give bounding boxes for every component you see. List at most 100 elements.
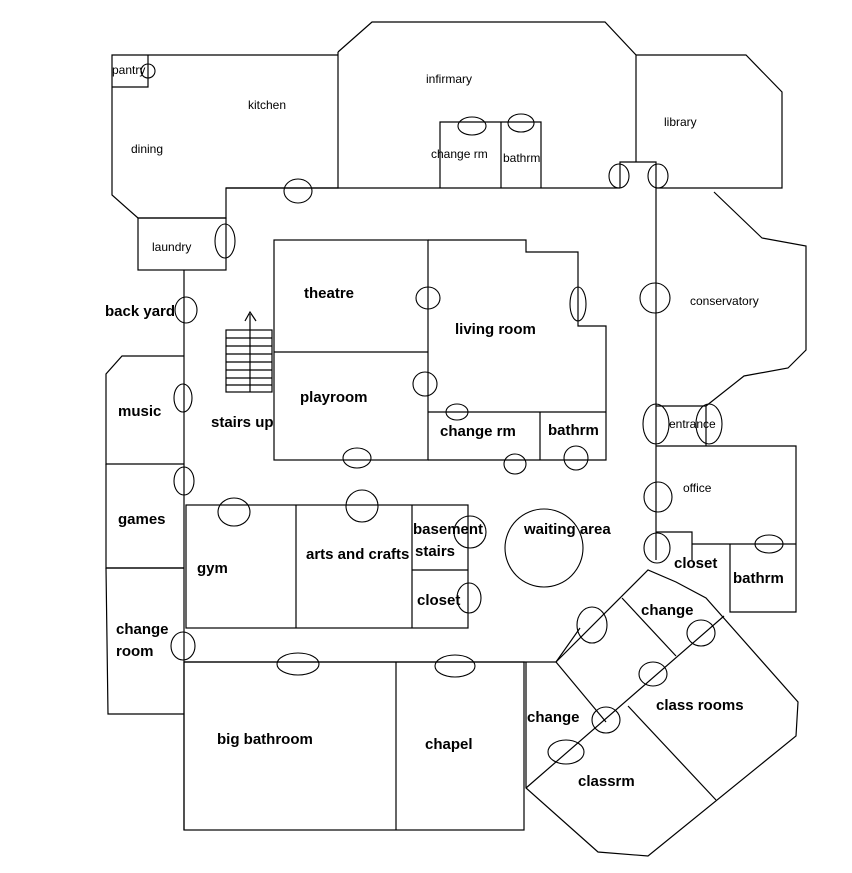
door-closet-right — [643, 532, 671, 564]
label-music: music — [118, 403, 161, 420]
library-walls — [636, 54, 783, 189]
label-laundry: laundry — [152, 240, 191, 254]
gym-block-outline — [185, 504, 469, 629]
label-stairs-up: stairs up — [211, 414, 274, 431]
door-change-rm-top — [457, 116, 487, 136]
label-gym: gym — [197, 560, 228, 577]
door-playroom — [412, 371, 438, 397]
door-gym — [217, 497, 251, 527]
door-music — [173, 383, 193, 413]
label-games: games — [118, 511, 166, 528]
infirmary-changerm-walls — [439, 121, 542, 188]
label-kitchen: kitchen — [248, 98, 286, 112]
label-conservatory: conservatory — [690, 294, 759, 308]
door-back-yard — [174, 296, 198, 324]
door-classrm — [547, 739, 585, 765]
south-corridor-wall — [184, 627, 581, 663]
office-walls — [656, 445, 797, 613]
label-change-rm-mid: change rm — [440, 423, 516, 440]
label-arts-and-crafts: arts and crafts — [306, 546, 409, 563]
living-room-walls — [428, 239, 607, 461]
waiting-area-circle — [504, 508, 584, 588]
label-back-yard: back yard — [105, 303, 175, 320]
laundry-walls — [137, 217, 227, 271]
label-infirmary: infirmary — [426, 72, 472, 86]
label-closet-left: closet — [417, 592, 460, 609]
door-library-left — [608, 163, 630, 189]
label-theatre: theatre — [304, 285, 354, 302]
door-big-bathroom — [276, 652, 320, 676]
infirmary-walls — [337, 21, 637, 162]
label-change-room-line1: change — [116, 621, 169, 638]
door-pantry — [140, 63, 156, 79]
change-room-walls — [105, 567, 184, 715]
central-block-outline — [273, 239, 429, 461]
door-entrance-right — [695, 403, 723, 445]
label-class-rooms: class rooms — [656, 697, 744, 714]
label-bathrm-mid: bathrm — [548, 422, 599, 439]
music-walls — [105, 355, 184, 465]
door-change-east — [576, 606, 608, 644]
door-library-right — [647, 163, 669, 189]
label-chapel: chapel — [425, 736, 473, 753]
kitchen-dining-walls — [111, 52, 339, 219]
door-change-rm-mid — [445, 403, 469, 421]
walls — [105, 21, 807, 857]
door-class-rooms — [638, 661, 668, 687]
label-stairs: stairs — [415, 543, 455, 560]
change-ne-lower — [621, 597, 677, 657]
classrooms-outer-walls — [525, 569, 799, 857]
stairs-up-outline — [225, 329, 273, 393]
label-entrance: entrance — [669, 417, 716, 431]
label-library: library — [664, 115, 697, 129]
door-living-room — [569, 286, 587, 322]
stair-treads — [226, 337, 272, 386]
entrance-walls — [656, 405, 707, 446]
label-living-room: living room — [455, 321, 536, 338]
label-change-sw: change — [527, 709, 580, 726]
label-playroom: playroom — [300, 389, 368, 406]
door-playroom-bottom — [342, 447, 372, 469]
stairs-up-arrow — [244, 310, 257, 392]
pantry-walls — [112, 55, 149, 88]
door-games — [173, 466, 195, 496]
conservatory-walls — [705, 191, 807, 407]
label-big-bathroom: big bathroom — [217, 731, 313, 748]
label-basement: basement — [413, 521, 483, 538]
door-laundry — [214, 223, 236, 259]
label-change-ne: change — [641, 602, 694, 619]
label-classrm: classrm — [578, 773, 635, 790]
door-conservatory — [639, 282, 671, 314]
label-closet-right: closet — [674, 555, 717, 572]
doors — [140, 63, 784, 765]
door-office — [643, 481, 673, 513]
door-bathrm-right — [754, 534, 784, 554]
library-notch — [619, 161, 657, 188]
classrm-divider — [627, 705, 717, 801]
label-bathrm-right: bathrm — [733, 570, 784, 587]
change-sw-lower — [555, 661, 607, 723]
door-change-ne — [686, 619, 716, 647]
south-block-outline — [183, 661, 525, 831]
label-dining: dining — [131, 142, 163, 156]
door-arts — [345, 489, 379, 523]
door-basement — [453, 515, 487, 549]
label-bathrm-top: bathrm — [503, 151, 540, 165]
door-chapel — [434, 654, 476, 678]
classroom-diagonal-divider — [525, 615, 725, 789]
room-labels: pantry kitchen dining infirmary change r… — [105, 63, 784, 790]
door-bathrm-top — [507, 113, 535, 133]
door-closet-left — [456, 582, 482, 614]
door-kitchen — [283, 178, 313, 204]
door-bathrm-mid — [563, 445, 589, 471]
door-entrance-left — [642, 403, 670, 445]
label-change-rm-top: change rm — [431, 147, 488, 161]
label-pantry: pantry — [112, 63, 145, 77]
door-change-sw — [591, 706, 621, 734]
label-waiting-area: waiting area — [523, 521, 611, 538]
door-change-rm-bottom — [503, 453, 527, 475]
label-office: office — [683, 481, 712, 495]
door-change-room — [170, 631, 196, 661]
door-theatre — [415, 286, 441, 310]
